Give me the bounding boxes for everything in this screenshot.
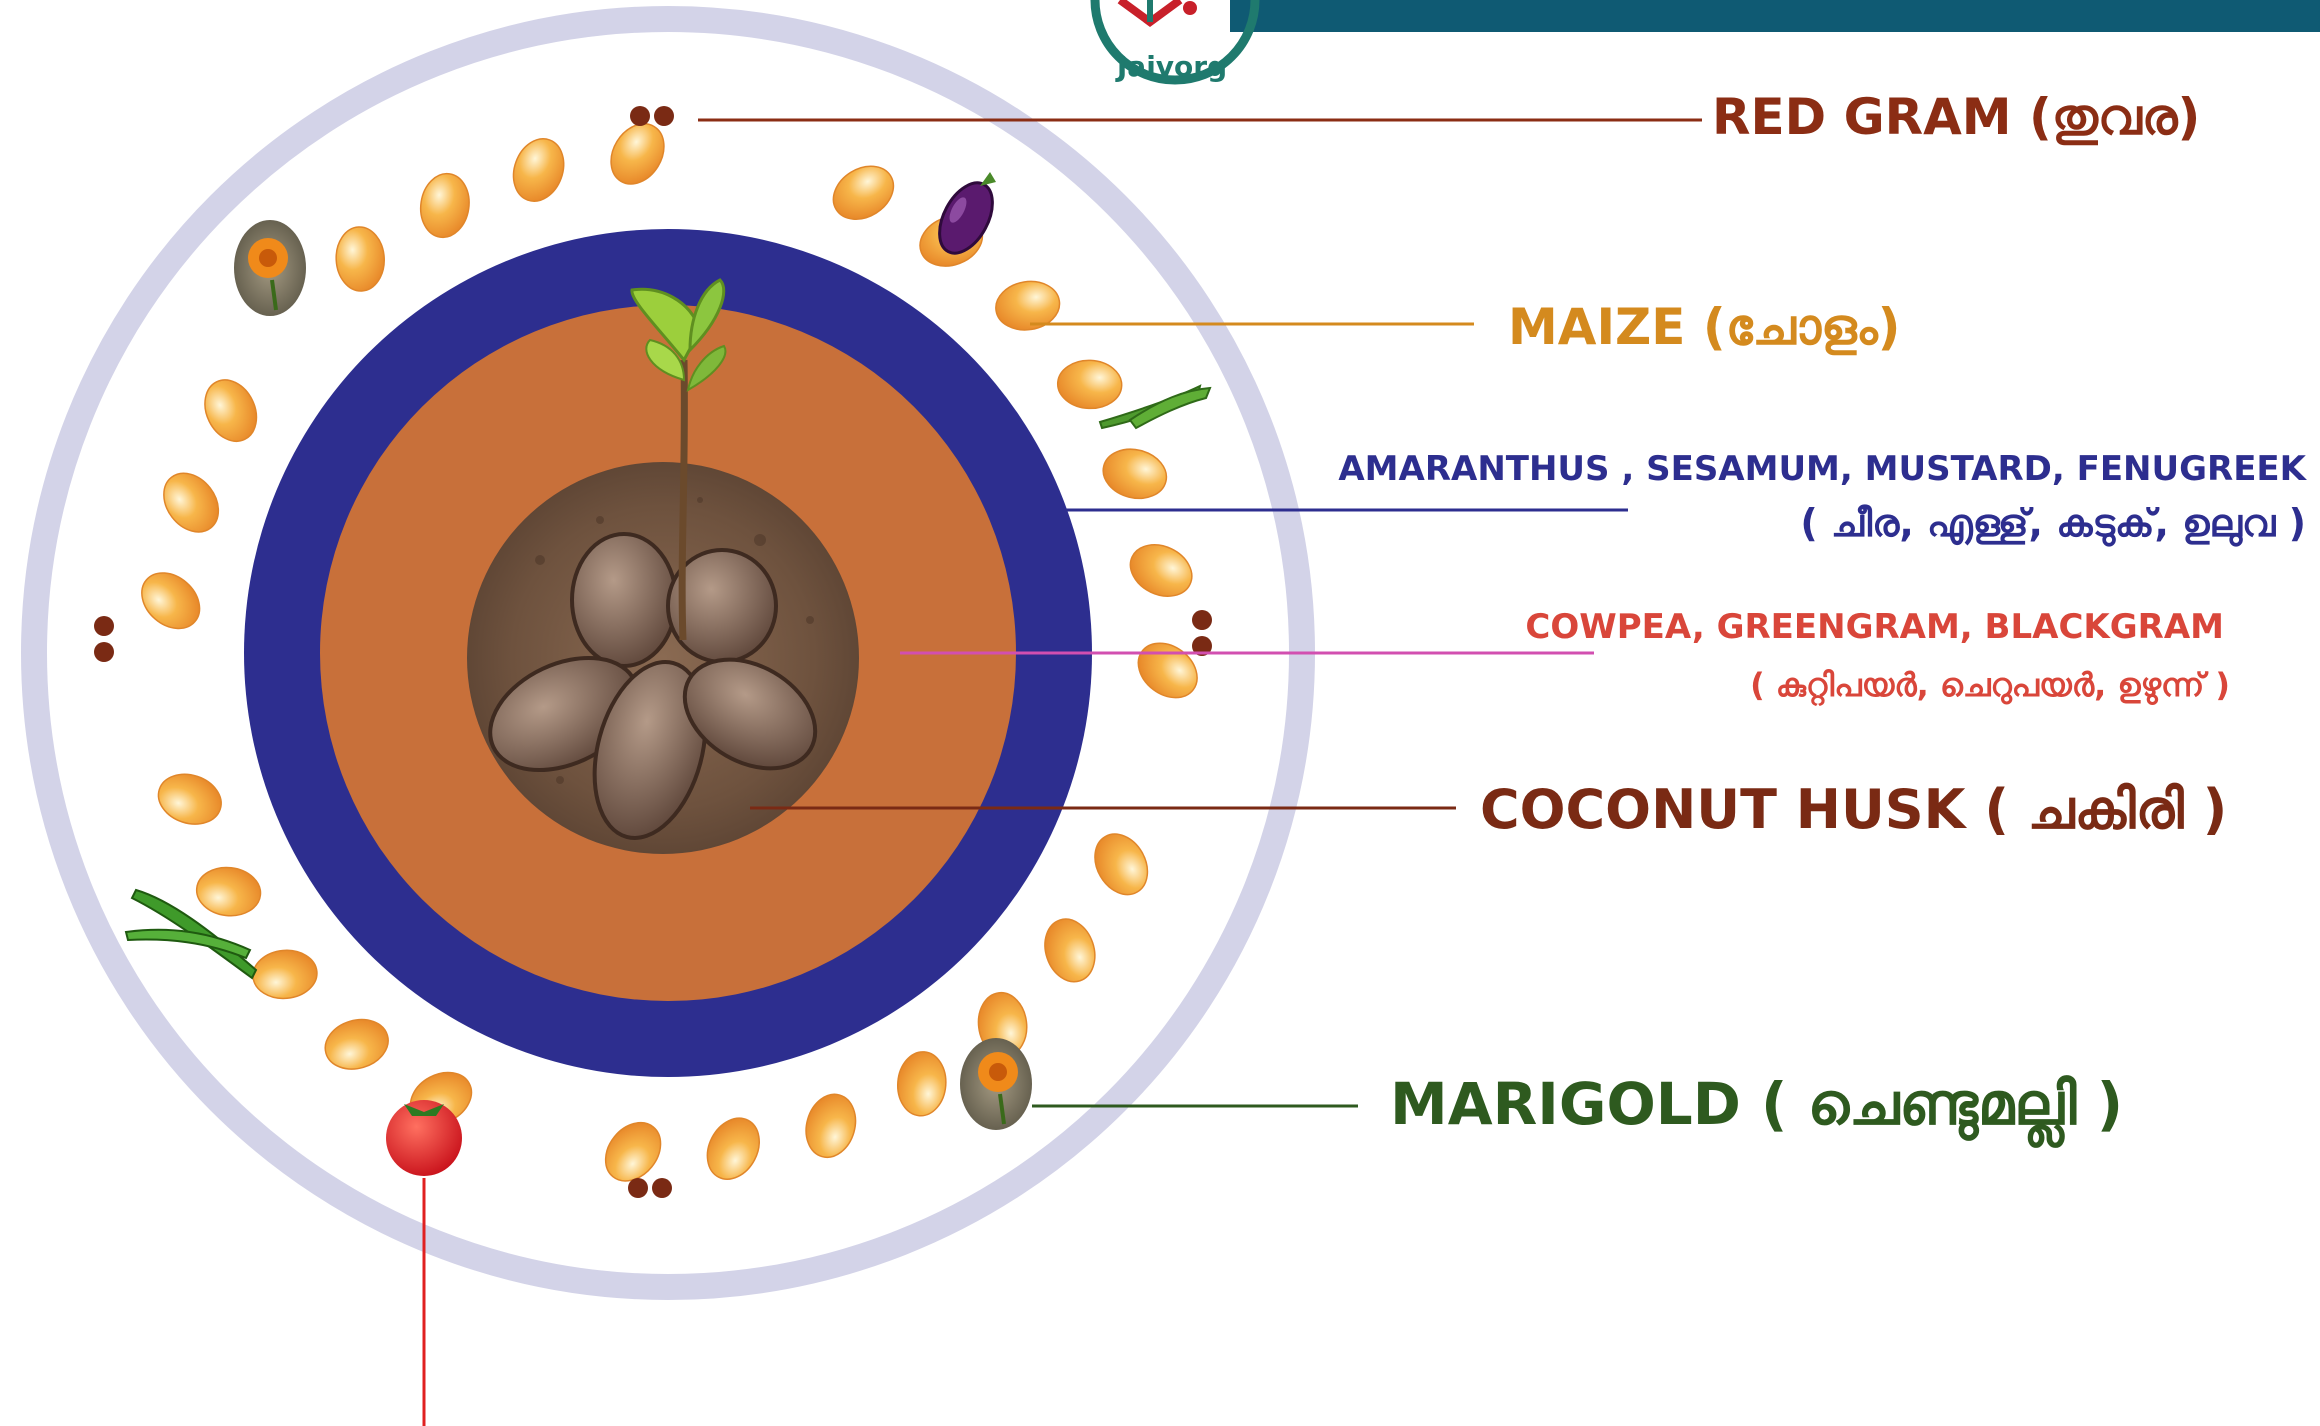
- maize-kernel-icon: [895, 1050, 948, 1118]
- maize-kernel-icon: [1122, 535, 1200, 606]
- maize-kernel-icon: [319, 1012, 394, 1076]
- coconut-husk-label: COCONUT HUSK ( ചകിരി ): [1480, 778, 2227, 841]
- maize-kernel-icon: [799, 1088, 863, 1163]
- maize-kernel-icon: [505, 132, 572, 209]
- maize-kernel-icon: [153, 463, 230, 543]
- maize-kernel-icon: [416, 170, 473, 240]
- maize-kernel-icon: [152, 766, 228, 831]
- maize-kernel-icon: [1037, 912, 1103, 988]
- maize-kernel-icon: [697, 1109, 769, 1188]
- brand-name: Jaivorg: [1115, 50, 1227, 83]
- maize-kernel-icon: [194, 864, 263, 919]
- maize-label: MAIZE (ചോളം): [1508, 298, 1901, 356]
- maize-kernel-icon: [600, 114, 674, 194]
- maize-kernel-icon: [992, 277, 1063, 334]
- header: Jaivorg: [1095, 0, 2320, 83]
- pulses-label-ml: ( കുറ്റിപയർ, ചെറുപയർ, ഉഴുന്ന് ): [1750, 666, 2230, 706]
- maize-kernel-icon: [1084, 825, 1158, 904]
- maize-kernel-icon: [1057, 359, 1123, 410]
- red-gram-label: RED GRAM (തുവര): [1712, 88, 2200, 146]
- seed-pair-icon: [1192, 610, 1212, 656]
- seed-pair-icon: [630, 106, 674, 126]
- greens-label-ml: ( ചീര, എള്ള്, കടുക്, ഉലുവ ): [1800, 501, 2306, 546]
- tomato-icon: [386, 1100, 462, 1176]
- maize-kernel-icon: [335, 226, 386, 292]
- coconut-husk-photo: [467, 462, 859, 854]
- maize-kernel-icon: [195, 371, 266, 450]
- maize-kernel-icon: [131, 562, 211, 640]
- maize-kernel-icon: [824, 155, 904, 230]
- maize-kernel-icon: [251, 948, 319, 1001]
- marigold-label: MARIGOLD ( ചെണ്ടുമല്ലി ): [1390, 1070, 2123, 1149]
- header-bar: [1230, 0, 2320, 32]
- seed-pair-icon: [94, 616, 114, 662]
- marigold-icon: [234, 220, 306, 316]
- pulses-label-en: COWPEA, GREENGRAM, BLACKGRAM: [1525, 607, 2224, 647]
- marigold-icon: [960, 1038, 1032, 1130]
- greens-label-en: AMARANTHUS , SESAMUM, MUSTARD, FENUGREEK: [1338, 449, 2307, 489]
- seed-pair-icon: [628, 1178, 672, 1198]
- maize-kernel-icon: [1098, 443, 1172, 505]
